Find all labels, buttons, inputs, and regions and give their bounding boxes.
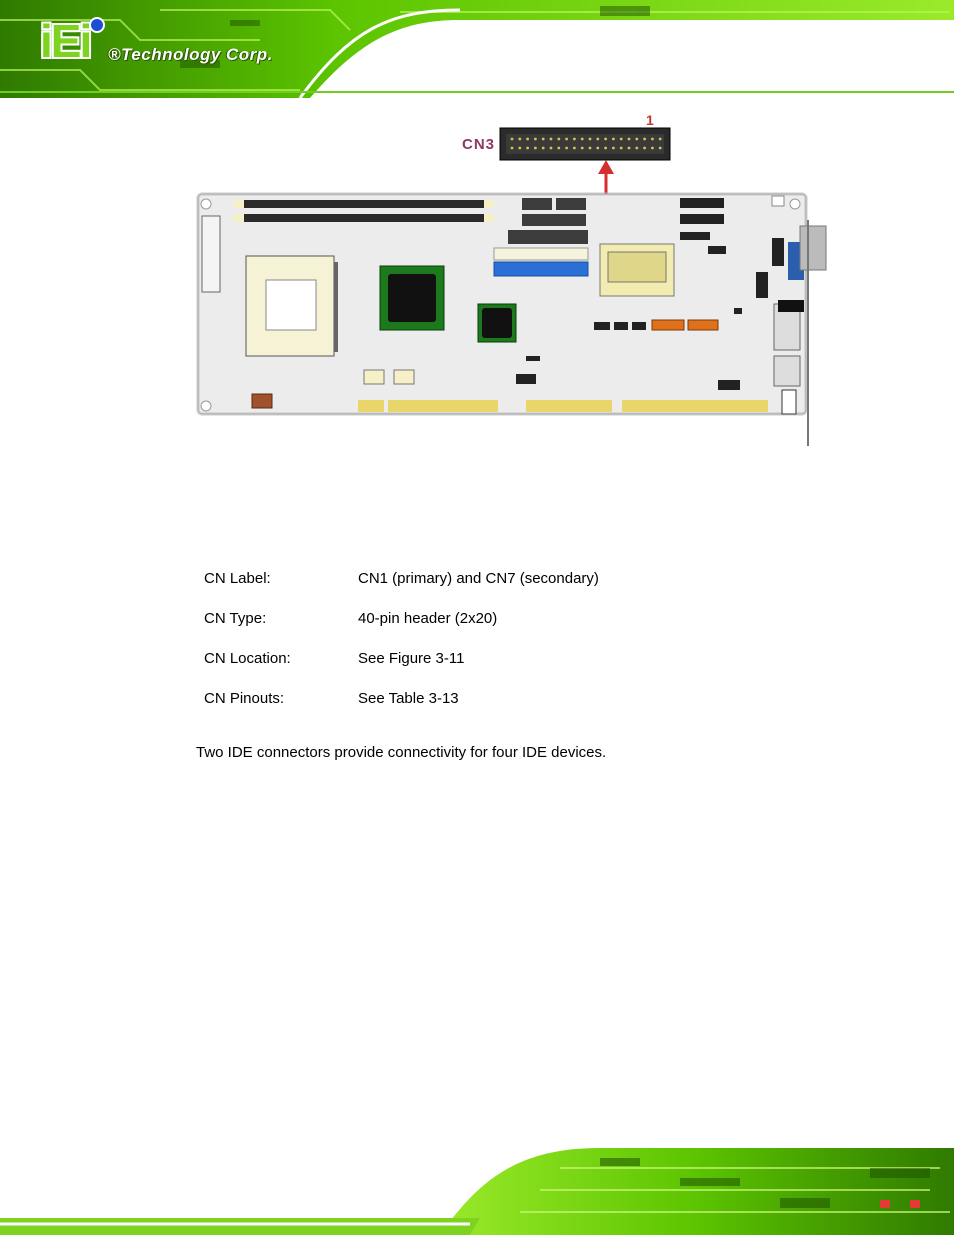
page-header-banner: iEi ®Technology Corp. — [0, 0, 954, 98]
spec-row-label: CN Label: CN1 (primary) and CN7 (seconda… — [204, 570, 804, 592]
header-pin — [596, 146, 600, 150]
header-pin — [596, 137, 600, 141]
spec-row-type: CN Type: 40-pin header (2x20) — [204, 610, 804, 632]
header-pin — [534, 146, 537, 150]
spec-row-pinouts: CN Pinouts: See Table 3-13 — [204, 690, 804, 712]
header-pin — [510, 146, 514, 150]
header-pin — [541, 137, 545, 141]
cn3-connector-zoom — [499, 127, 671, 161]
body-paragraph: Two IDE connectors provide connectivity … — [196, 744, 607, 761]
header-pin — [651, 137, 654, 141]
header-pin — [510, 137, 514, 141]
header-pin — [635, 137, 639, 141]
cn3-pins — [510, 137, 662, 150]
header-pin — [541, 146, 545, 150]
spec-key: CN Label: — [204, 570, 271, 587]
header-pin — [643, 146, 646, 150]
header-pin — [619, 137, 623, 141]
page-footer-banner — [0, 1138, 954, 1235]
header-pin — [565, 137, 568, 141]
header-pin — [588, 137, 592, 141]
company-logo: iEi — [40, 15, 92, 67]
pin-1-label: 1 — [646, 112, 654, 128]
spec-row-location: CN Location: See Figure 3-11 — [204, 650, 804, 672]
header-pin — [549, 146, 553, 150]
header-pin — [651, 146, 654, 150]
header-pin — [534, 137, 537, 141]
header-pin — [643, 137, 646, 141]
header-pin — [549, 137, 553, 141]
header-pin — [658, 146, 662, 150]
spec-key: CN Pinouts: — [204, 690, 285, 707]
header-pin — [612, 137, 615, 141]
header-pin — [635, 146, 639, 150]
header-pin — [588, 146, 592, 150]
header-pin — [573, 146, 576, 150]
spec-value: CN1 (primary) and CN7 (secondary) — [358, 570, 599, 587]
header-pin — [604, 146, 607, 150]
header-pin — [612, 146, 615, 150]
header-pin — [518, 137, 522, 141]
header-pin — [565, 146, 568, 150]
header-pin — [627, 137, 631, 141]
header-pin — [518, 146, 522, 150]
header-pin — [526, 137, 529, 141]
spec-value: See Figure 3-11 — [358, 650, 465, 667]
header-pin — [557, 146, 561, 150]
spec-key: CN Location: — [204, 650, 291, 667]
circuit-board-background — [0, 0, 954, 98]
header-pin — [580, 137, 584, 141]
header-pin — [573, 137, 576, 141]
cn3-label: CN3 — [462, 136, 496, 153]
logo-dot-icon — [89, 17, 105, 33]
header-pin — [658, 137, 662, 141]
spec-value: 40-pin header (2x20) — [358, 610, 498, 627]
spec-key: CN Type: — [204, 610, 267, 627]
circuit-board-footer — [0, 1148, 954, 1235]
motherboard — [196, 192, 827, 446]
header-pin — [580, 146, 584, 150]
company-name: ®Technology Corp. — [108, 45, 273, 64]
header-pin — [627, 146, 631, 150]
board-diagram — [196, 127, 827, 446]
header-pin — [526, 146, 529, 150]
header-pin — [557, 137, 561, 141]
spec-value: See Table 3-13 — [358, 690, 459, 707]
header-pin — [604, 137, 607, 141]
header-pin — [619, 146, 623, 150]
